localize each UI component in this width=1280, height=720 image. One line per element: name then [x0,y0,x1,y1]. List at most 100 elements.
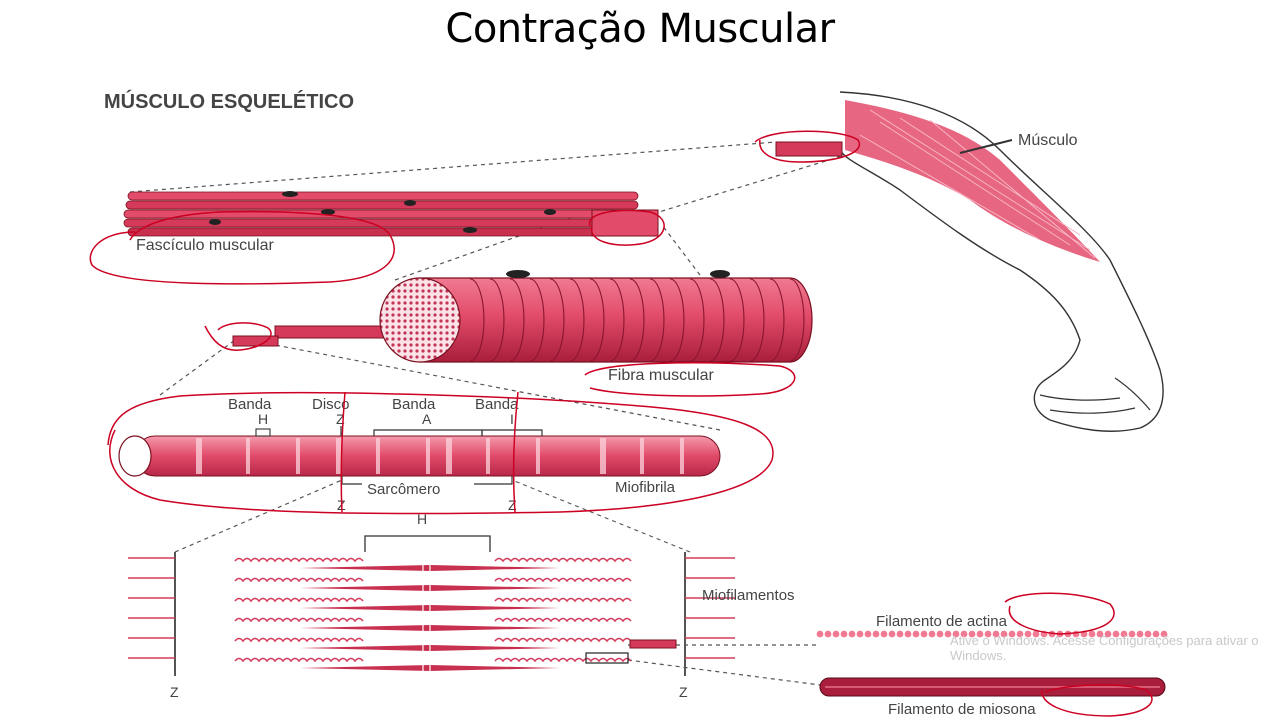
label-h-letter: H [417,511,427,527]
actin-bead [936,630,944,638]
actin-bead [912,630,920,638]
fiber-ring [689,278,705,362]
label-banda-i: Banda [475,396,519,413]
actin-bead [1088,630,1096,638]
label-miofilamentos: Miofilamentos [702,587,795,604]
filament-detail: Filamento de actina Filamento de miosona [816,613,1168,718]
actin-strand [234,657,364,663]
actin-bead [944,630,952,638]
actin-bead [1160,630,1168,638]
actin-bead [880,630,888,638]
fiber-ring [609,278,625,362]
actin-bead [872,630,880,638]
actin-bead [1128,630,1136,638]
fiber-ring [749,278,765,362]
fiber-ring [489,278,505,362]
actin-bead [960,630,968,638]
actin-bead [992,630,1000,638]
actin-bead [920,630,928,638]
fiber-ring [729,278,745,362]
actin-bead [832,630,840,638]
label-fasciculo: Fascículo muscular [136,237,274,254]
system-watermark: Ative o Windows. Acesse Configurações pa… [950,633,1259,663]
fiber-ring [789,278,805,362]
actin-bead [984,630,992,638]
actin-bead [888,630,896,638]
myofibril-band [296,438,300,474]
actin-bead [1000,630,1008,638]
label-z-bottom-right: Z [679,684,688,700]
actin-bead [1104,630,1112,638]
label-banda-h: Banda [228,396,272,413]
label-actina: Filamento de actina [876,613,1008,630]
label-fibra: Fibra muscular [608,367,714,384]
actin-bead [1096,630,1104,638]
myofibril-band [640,438,644,474]
actin-bead [1152,630,1160,638]
actin-bead [904,630,912,638]
actin-bead [864,630,872,638]
actin-bead [816,630,824,638]
myofibril-illustration: Banda H Disco Z Banda A Banda I Sarcômer… [118,396,721,513]
label-sarcomero: Sarcômero [367,481,440,498]
fiber-ring [709,278,725,362]
actin-bead [824,630,832,638]
actin-strand [494,577,632,583]
label-disco: Disco [312,396,350,413]
myofibril-band [446,438,452,474]
label-banda-h-letter: H [258,411,268,427]
fiber-ring [569,278,585,362]
actin-strand [494,617,632,623]
fiber-ring [529,278,545,362]
handwritten-annotations [89,130,1153,717]
fiber-ring [669,278,685,362]
myofibril-band [246,438,250,474]
actin-strand [234,637,364,643]
actin-bead [968,630,976,638]
fiber-ring [469,278,485,362]
actin-strand [494,597,632,603]
actin-strand [234,597,364,603]
actin-bead [1136,630,1144,638]
actin-bead [1016,630,1024,638]
myofibril-band [486,438,490,474]
label-banda-a-letter: A [422,411,432,427]
fiber-ring [509,278,525,362]
actin-bead [848,630,856,638]
fascicle-illustration: Fascículo muscular [123,191,659,254]
muscle-fiber-illustration: Fibra muscular [232,270,813,384]
arm-illustration: Músculo [775,91,1164,432]
fiber-ring [549,278,565,362]
myofilaments-illustration: H Z Z Miofilamentos [128,511,795,700]
actin-bead [1144,630,1152,638]
actin-strand [494,637,632,643]
actin-bead [1024,630,1032,638]
actin-strand [234,557,364,563]
fiber-ring [769,278,785,362]
section-heading: MÚSCULO ESQUELÉTICO [104,89,354,113]
actin-bead [952,630,960,638]
myofibril-band [600,438,606,474]
fiber-ring [649,278,665,362]
actin-bead [896,630,904,638]
actin-bead [1112,630,1120,638]
page-title: Contração Muscular [445,6,835,52]
myofibril-band [536,438,540,474]
fiber-ring [589,278,605,362]
myofibril-band [376,438,380,474]
actin-bead [856,630,864,638]
myofibril-band [336,438,342,474]
myofibril-band [426,438,430,474]
actin-bead [840,630,848,638]
label-miofibrila: Miofibrila [615,479,676,496]
label-z-bottom-left: Z [170,684,179,700]
actin-strand [234,577,364,583]
label-z-right: Z [508,497,517,513]
actin-bead [1120,630,1128,638]
actin-strand [494,557,632,563]
actin-bead [928,630,936,638]
label-musculo: Músculo [1018,132,1078,149]
actin-strand [234,617,364,623]
fiber-ring [629,278,645,362]
